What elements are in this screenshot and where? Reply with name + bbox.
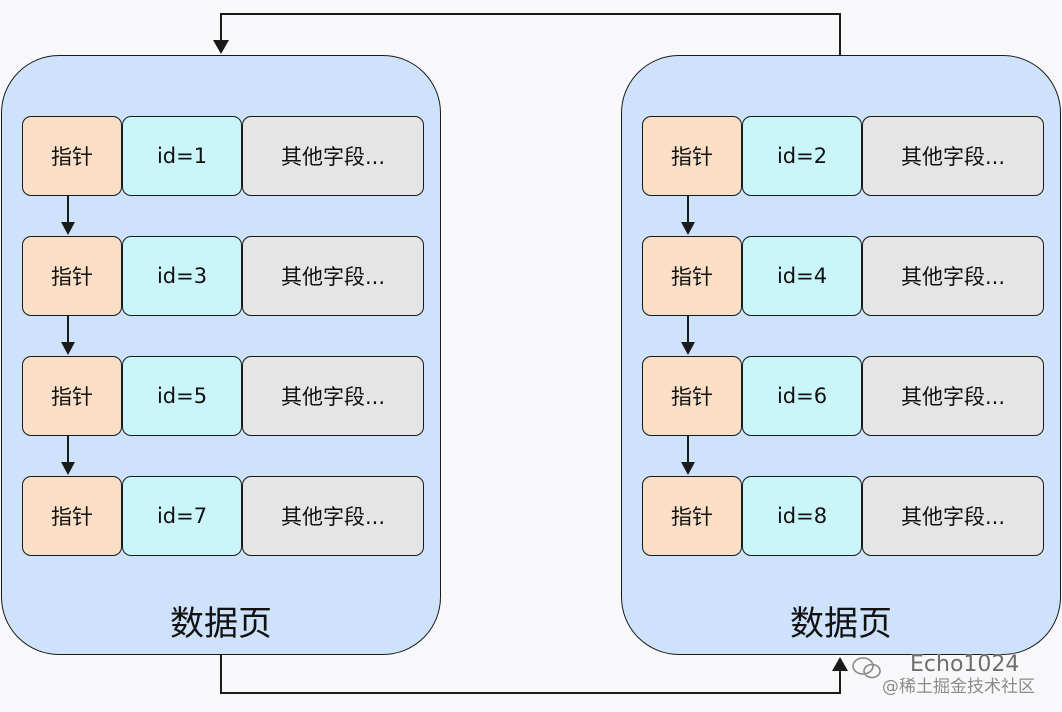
other-fields-cell: 其他字段...	[862, 116, 1044, 196]
record-row: 指针 id=5 其他字段...	[22, 356, 424, 436]
record-row: 指针 id=4 其他字段...	[642, 236, 1044, 316]
other-fields-cell: 其他字段...	[862, 356, 1044, 436]
id-cell: id=4	[742, 236, 862, 316]
id-cell: id=7	[122, 476, 242, 556]
pointer-cell: 指针	[22, 356, 122, 436]
pointer-cell: 指针	[642, 476, 742, 556]
watermark-handle: Echo1024	[910, 652, 1020, 677]
id-cell: id=1	[122, 116, 242, 196]
id-cell: id=5	[122, 356, 242, 436]
id-cell: id=3	[122, 236, 242, 316]
other-fields-cell: 其他字段...	[242, 236, 424, 316]
page-label: 数据页	[170, 604, 272, 644]
watermark-site: @稀土掘金技术社区	[882, 677, 1035, 697]
record-row: 指针 id=6 其他字段...	[642, 356, 1044, 436]
bottom-connector-line	[220, 655, 841, 694]
next-record-arrow	[681, 316, 695, 355]
page-label: 数据页	[790, 604, 892, 644]
pointer-cell: 指针	[642, 356, 742, 436]
pointer-cell: 指针	[22, 236, 122, 316]
pointer-cell: 指针	[642, 116, 742, 196]
watermark: Echo1024 @稀土掘金技术社区	[846, 654, 1035, 698]
pointer-cell: 指针	[642, 236, 742, 316]
other-fields-cell: 其他字段...	[242, 476, 424, 556]
wechat-icon	[852, 657, 881, 679]
next-record-arrow	[61, 316, 75, 355]
next-record-arrow	[61, 196, 75, 235]
other-fields-cell: 其他字段...	[242, 356, 424, 436]
pointer-cell: 指针	[22, 476, 122, 556]
other-fields-cell: 其他字段...	[862, 476, 1044, 556]
next-record-arrow	[61, 436, 75, 475]
record-row: 指针 id=3 其他字段...	[22, 236, 424, 316]
other-fields-cell: 其他字段...	[242, 116, 424, 196]
id-cell: id=8	[742, 476, 862, 556]
next-record-arrow	[681, 196, 695, 235]
data-page-right: 指针 id=2 其他字段... 指针 id=4 其他字段... 指针 id=6 …	[621, 55, 1061, 655]
top-connector-arrowhead	[213, 40, 229, 54]
record-row: 指针 id=8 其他字段...	[642, 476, 1044, 556]
next-record-arrow	[681, 436, 695, 475]
record-row: 指针 id=1 其他字段...	[22, 116, 424, 196]
record-row: 指针 id=7 其他字段...	[22, 476, 424, 556]
record-row: 指针 id=2 其他字段...	[642, 116, 1044, 196]
other-fields-cell: 其他字段...	[862, 236, 1044, 316]
data-page-left: 指针 id=1 其他字段... 指针 id=3 其他字段... 指针 id=5 …	[1, 55, 441, 655]
pointer-cell: 指针	[22, 116, 122, 196]
id-cell: id=2	[742, 116, 862, 196]
id-cell: id=6	[742, 356, 862, 436]
top-connector-line	[220, 13, 841, 55]
